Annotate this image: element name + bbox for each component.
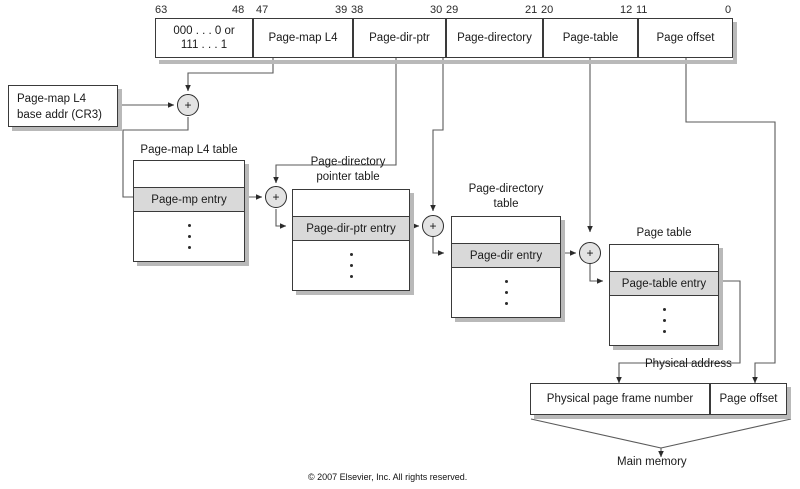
- table-3-caption-line1: Page-directory: [468, 183, 544, 195]
- table-4-row-blank: [610, 245, 718, 271]
- ellipsis-dot: [187, 246, 191, 249]
- table-2-caption: Page-directory pointer table: [290, 155, 406, 184]
- address-bar-shadow-right: [733, 22, 737, 64]
- address-bar-shadow: [159, 60, 737, 64]
- bit-label-21: 21: [525, 4, 538, 16]
- va-field-page-offset[interactable]: Page offset: [638, 18, 733, 58]
- va-field-page-dir-ptr[interactable]: Page-dir-ptr: [353, 18, 446, 58]
- bit-label-30: 30: [430, 4, 443, 16]
- pa-field-page-frame-number[interactable]: Physical page frame number: [530, 383, 710, 415]
- page-directory-pointer-table[interactable]: Page-dir-ptr entry: [292, 189, 410, 291]
- ellipsis-dot: [504, 291, 508, 294]
- va-field-sign-extend[interactable]: 000 . . . 0 or 111 . . . 1: [155, 18, 253, 58]
- copyright-notice: © 2007 Elsevier, Inc. All rights reserve…: [308, 472, 468, 482]
- table-4-shadow: [613, 346, 723, 350]
- table-1-shadow-right: [245, 164, 249, 266]
- table-2-caption-line1: Page-directory: [310, 156, 386, 168]
- physical-address-shadow-right: [787, 387, 791, 419]
- main-memory-label: Main memory: [617, 456, 687, 468]
- ellipsis-dot: [662, 330, 666, 333]
- page-directory-table[interactable]: Page-dir entry: [451, 216, 561, 318]
- table-1-shadow: [137, 262, 249, 266]
- cr3-line1: Page-map L4: [17, 93, 87, 105]
- table-4-shadow-right: [719, 248, 723, 350]
- table-3-caption: Page-directory table: [450, 182, 562, 211]
- ellipsis-dot: [187, 224, 191, 227]
- table-2-row-blank: [293, 190, 409, 216]
- ellipsis-dot: [349, 275, 353, 278]
- va-field-sign-extend-line2: 111 . . . 1: [180, 39, 228, 51]
- page-table-entry[interactable]: Page-table entry: [610, 271, 718, 296]
- ellipsis-dot: [504, 302, 508, 305]
- adder-1-icon: +: [177, 94, 199, 116]
- ellipsis-dot: [662, 319, 666, 322]
- ellipsis-dot: [349, 264, 353, 267]
- table-3-ellipsis: [452, 268, 560, 317]
- bit-label-63: 63: [155, 4, 168, 16]
- va-field-page-table[interactable]: Page-table: [543, 18, 638, 58]
- table-2-shadow: [296, 291, 414, 295]
- physical-address-label: Physical address: [645, 358, 732, 370]
- ellipsis-dot: [662, 308, 666, 311]
- bit-label-38: 38: [351, 4, 364, 16]
- table-2-shadow-right: [410, 193, 414, 295]
- cr3-shadow: [12, 127, 122, 131]
- table-2-caption-line2: pointer table: [316, 170, 380, 183]
- table-3-row-blank: [452, 217, 560, 243]
- cr3-shadow-right: [118, 89, 122, 131]
- bit-label-39: 39: [335, 4, 348, 16]
- table-3-caption-line2: table: [493, 197, 519, 210]
- page-dir-entry[interactable]: Page-dir entry: [452, 243, 560, 268]
- adder-3-icon: +: [422, 215, 444, 237]
- bit-label-11: 11: [636, 4, 648, 16]
- bit-label-12: 12: [620, 4, 633, 16]
- page-map-l4-table[interactable]: Page-mp entry: [133, 160, 245, 262]
- table-1-row-blank: [134, 161, 244, 187]
- physical-address-shadow: [534, 415, 791, 419]
- ellipsis-dot: [504, 280, 508, 283]
- ellipsis-dot: [349, 253, 353, 256]
- va-field-page-map-l4[interactable]: Page-map L4: [253, 18, 353, 58]
- ellipsis-dot: [187, 235, 191, 238]
- table-4-caption: Page table: [636, 227, 692, 239]
- page-table[interactable]: Page-table entry: [609, 244, 719, 346]
- bit-label-47: 47: [256, 4, 269, 16]
- table-4-ellipsis: [610, 296, 718, 345]
- bit-label-0: 0: [725, 4, 732, 16]
- pa-field-page-offset[interactable]: Page offset: [710, 383, 787, 415]
- bit-label-20: 20: [541, 4, 554, 16]
- table-3-shadow: [455, 318, 565, 322]
- adder-2-icon: +: [265, 186, 287, 208]
- bit-label-29: 29: [446, 4, 459, 16]
- bit-label-48: 48: [232, 4, 245, 16]
- cr3-register[interactable]: Page-map L4 base addr (CR3): [8, 85, 118, 127]
- page-dir-ptr-entry[interactable]: Page-dir-ptr entry: [293, 216, 409, 241]
- page-map-l4-entry[interactable]: Page-mp entry: [134, 187, 244, 212]
- table-1-caption: Page-map L4 table: [140, 144, 238, 156]
- cr3-line2: base addr (CR3): [17, 108, 103, 121]
- adder-4-icon: +: [579, 242, 601, 264]
- table-3-shadow-right: [561, 220, 565, 322]
- va-field-sign-extend-line1: 000 . . . 0 or: [173, 24, 235, 37]
- table-1-ellipsis: [134, 212, 244, 261]
- va-field-page-directory[interactable]: Page-directory: [446, 18, 543, 58]
- table-2-ellipsis: [293, 241, 409, 290]
